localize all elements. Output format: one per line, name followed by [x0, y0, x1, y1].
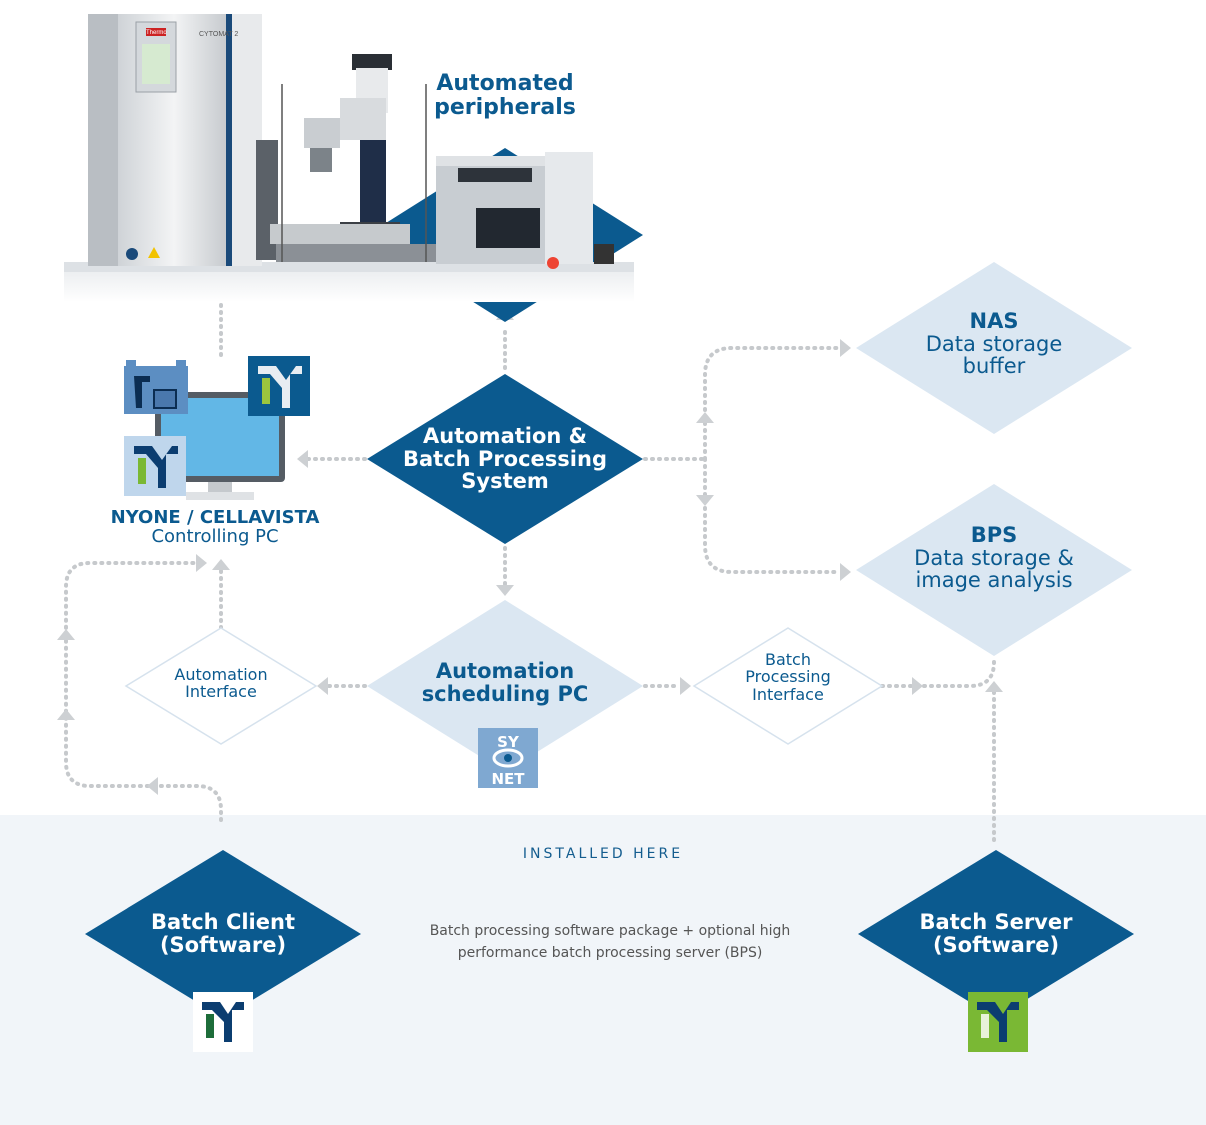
peripherals-label: Automated peripherals [434, 71, 576, 120]
arrowhead [297, 450, 308, 468]
synet-eye-icon: SY NET [478, 728, 538, 788]
arrowhead [696, 412, 714, 423]
arrowhead [912, 677, 923, 695]
app-tile-top-left [124, 360, 188, 414]
arrowhead [840, 563, 851, 581]
automation-interface-label: Automation Interface [174, 665, 268, 702]
connector-client-to-controlpc [64, 561, 223, 822]
automation-system-label: Automation & Batch Processing System [403, 424, 607, 494]
yt-product-logo-icon [968, 992, 1028, 1052]
batch-interface-label: Batch Processing Interface [745, 650, 831, 704]
installed-description: Batch processing software package + opti… [429, 923, 791, 962]
batch-server-label: Batch Server (Software) [919, 910, 1073, 957]
connector-batchinterface-to-bps [880, 660, 996, 688]
controlling-pc-label: NYONE / CELLAVISTA Controlling PC [110, 507, 320, 548]
scheduling-pc-label: Automation scheduling PC [421, 659, 589, 706]
arrowhead [680, 677, 691, 695]
arrowhead [840, 339, 851, 357]
connector-storage-lower [703, 457, 842, 574]
nas-diamond [856, 262, 1132, 434]
bps-label: BPS Data storage & image analysis [914, 523, 1074, 593]
arrowhead [196, 554, 207, 572]
lab-automation-equipment-image: CYTOMAT 2 Thermo [64, 14, 634, 302]
installed-here-title: INSTALLED HERE [522, 846, 684, 862]
batch-server-diamond [858, 850, 1134, 1018]
connector-storage-upper [703, 346, 842, 461]
batch-client-label: Batch Client (Software) [151, 910, 295, 957]
synet-logo-bottom: NET [491, 770, 525, 788]
nas-label: NAS Data storage buffer [925, 309, 1063, 379]
automation-interface-diamond [124, 627, 318, 745]
connector-lines [64, 298, 996, 842]
arrowhead [696, 495, 714, 506]
automation-system-diamond [367, 374, 643, 544]
yt-product-logo-icon [193, 992, 253, 1052]
arrowhead [57, 709, 75, 720]
synet-logo-top: SY [497, 733, 520, 751]
bps-diamond [856, 484, 1132, 656]
yt-product-logo-icon [248, 356, 310, 416]
arrowhead [317, 677, 328, 695]
arrowhead [496, 585, 514, 596]
arrowhead [147, 777, 158, 795]
yt-product-logo-icon [124, 436, 186, 496]
cytomat-label: CYTOMAT 2 [199, 31, 238, 38]
arrowhead [985, 681, 1003, 692]
brand-label: Thermo [146, 30, 167, 36]
batch-interface-diamond [692, 627, 884, 745]
arrowhead [212, 559, 230, 570]
batch-client-diamond [85, 850, 361, 1018]
arrowhead [57, 629, 75, 640]
scheduling-pc-diamond [367, 600, 643, 772]
